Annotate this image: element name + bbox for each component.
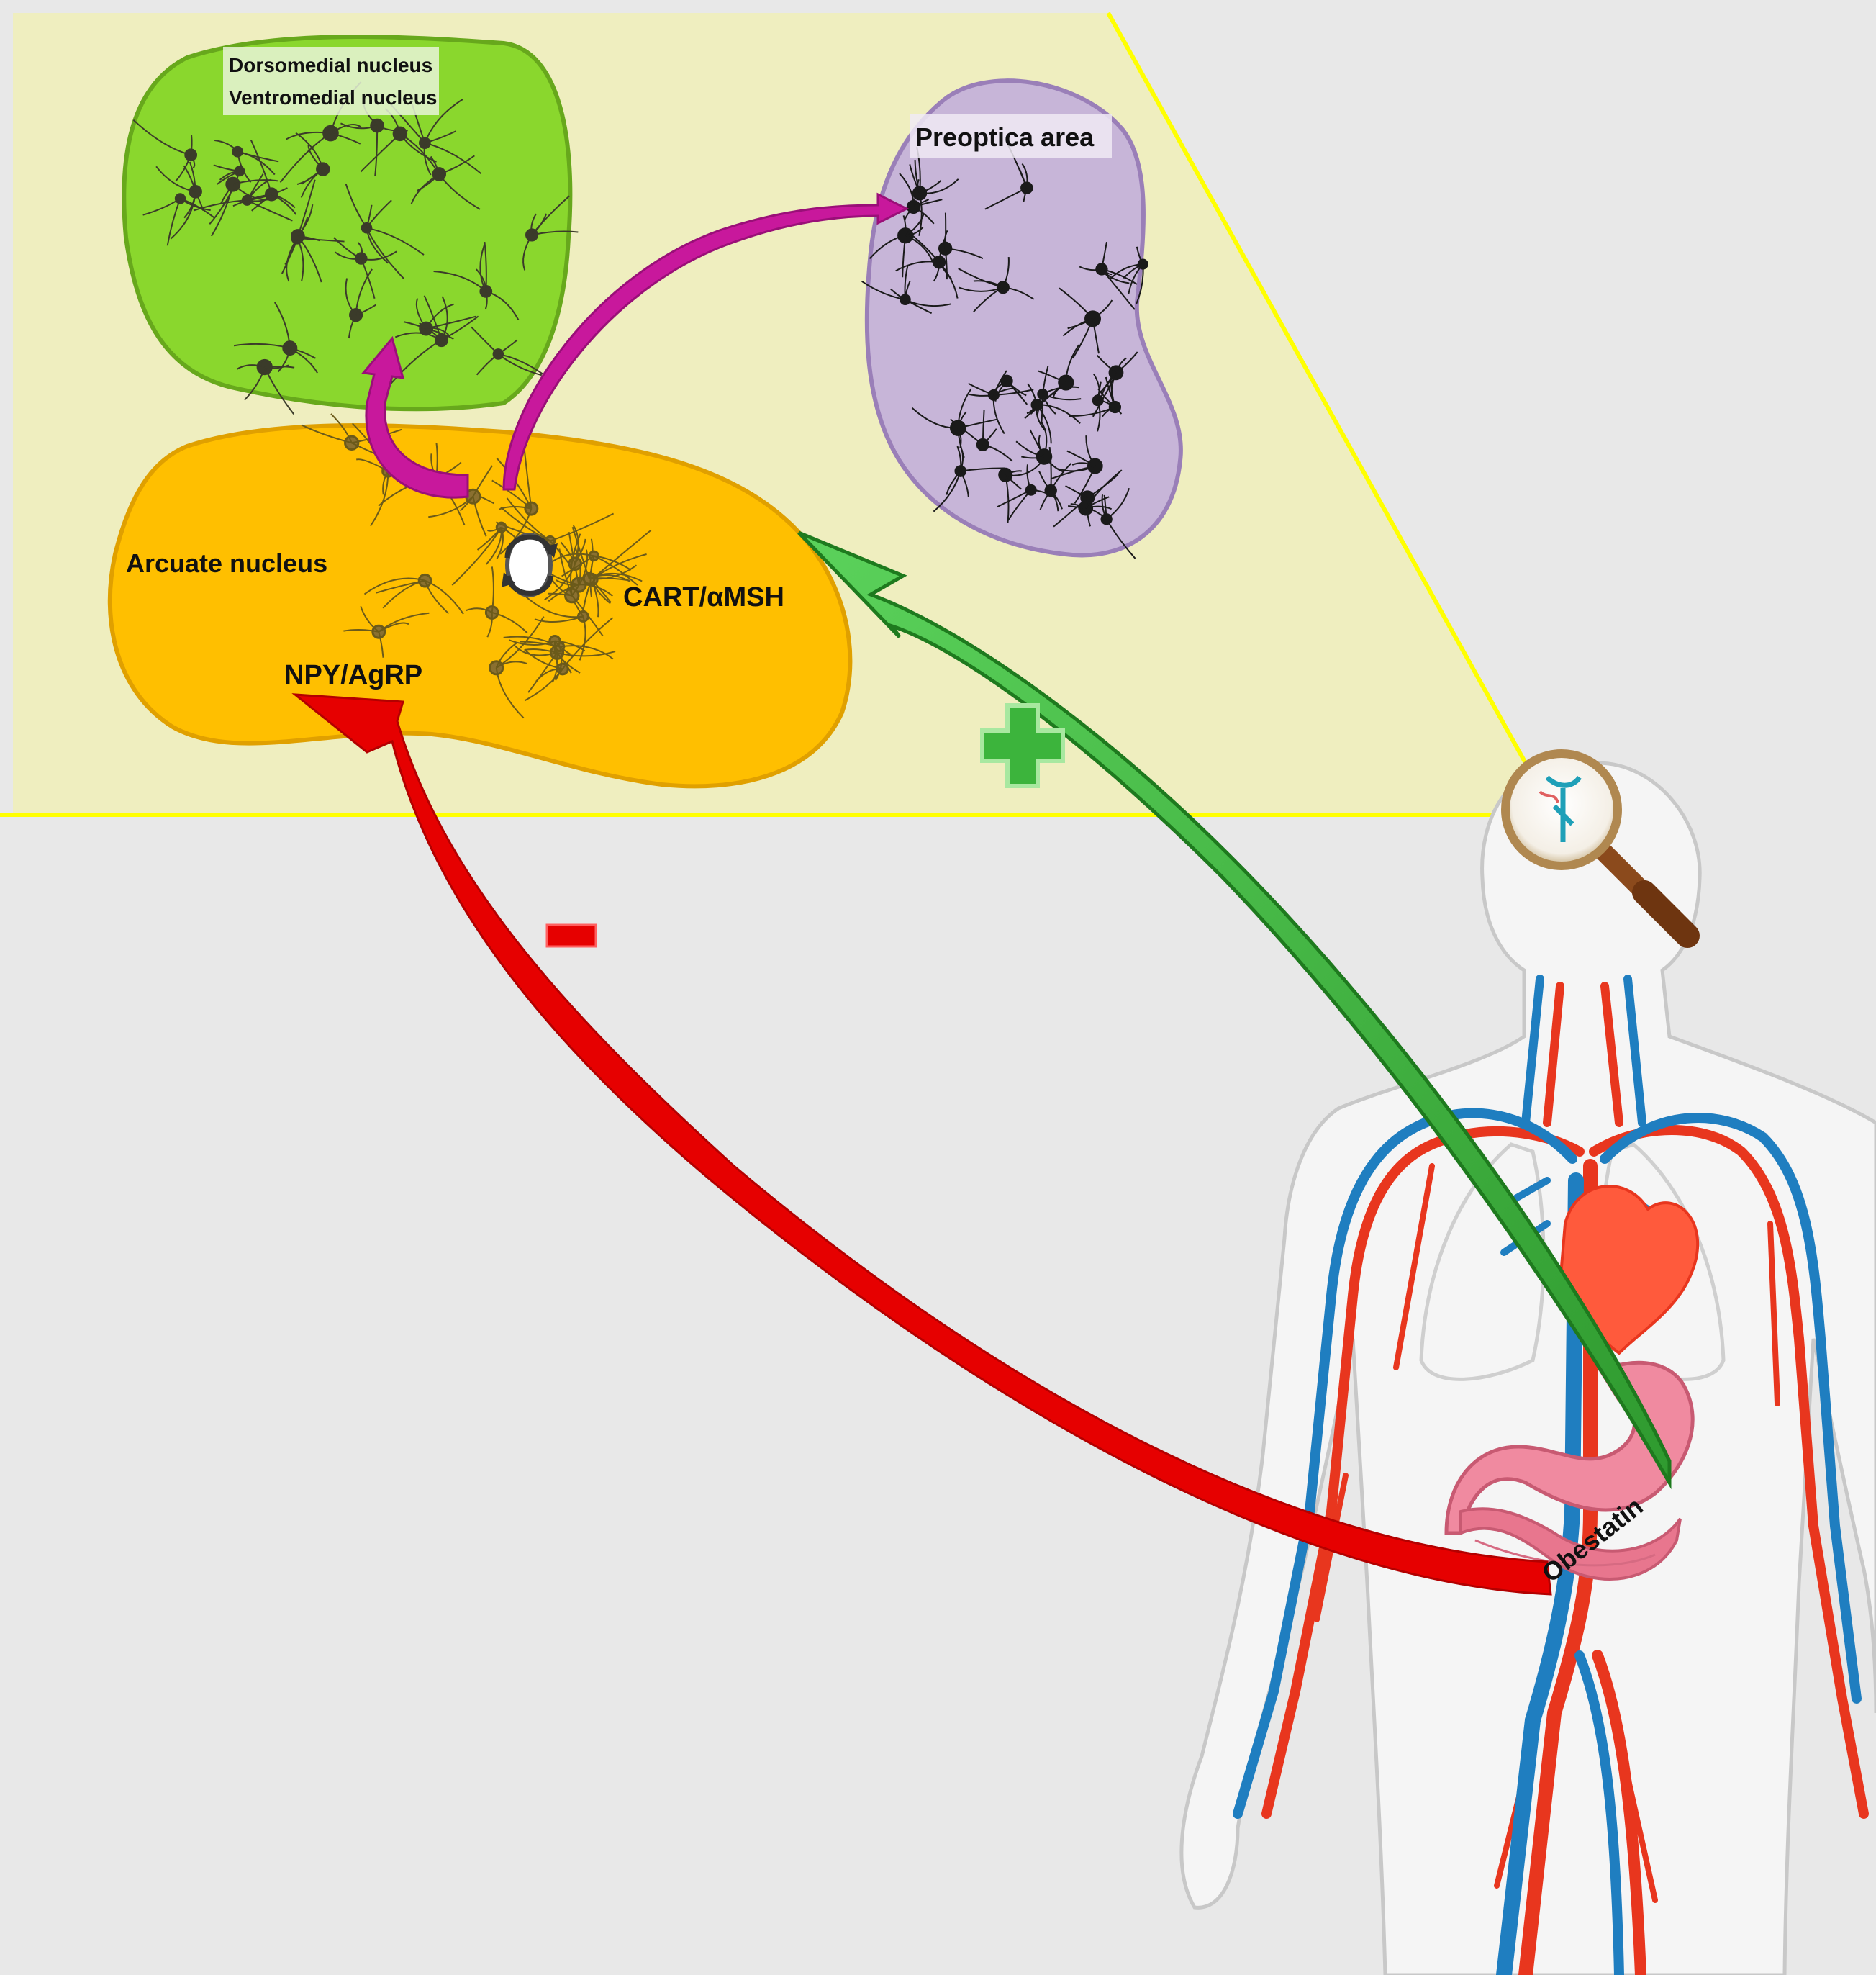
neuron bbox=[132, 119, 198, 182]
neuron-network-dorsomedial bbox=[132, 81, 579, 415]
neuron bbox=[489, 616, 545, 719]
internal-arrow-to-preoptic bbox=[502, 192, 910, 491]
dorsomedial-label-line2: Ventromedial nucleus bbox=[229, 86, 437, 109]
neuron bbox=[997, 464, 1057, 522]
human-circulatory-system-icon bbox=[1179, 761, 1876, 1975]
neuron bbox=[938, 212, 984, 280]
neuron bbox=[911, 388, 997, 458]
arcuate-region bbox=[107, 423, 853, 789]
neuron bbox=[1036, 366, 1082, 425]
neuron bbox=[1015, 421, 1064, 473]
neuron bbox=[522, 195, 579, 271]
neuron bbox=[1069, 376, 1122, 417]
neuron bbox=[142, 193, 215, 246]
neuron bbox=[1110, 246, 1148, 304]
neuron bbox=[155, 161, 204, 240]
neuron bbox=[295, 132, 330, 198]
neuron bbox=[433, 241, 520, 320]
neuron bbox=[1059, 287, 1113, 359]
cycle-arrows-icon bbox=[502, 533, 558, 597]
neuron-network-preoptic bbox=[861, 140, 1148, 559]
veins bbox=[1233, 975, 1862, 1975]
arcuate-label: Arcuate nucleus bbox=[126, 548, 327, 578]
neuron bbox=[214, 139, 279, 183]
neuron bbox=[998, 461, 1043, 523]
neuron bbox=[958, 257, 1035, 312]
neuron bbox=[333, 237, 397, 299]
neuron bbox=[345, 184, 425, 279]
neuron bbox=[363, 573, 464, 615]
neuron bbox=[1051, 435, 1103, 505]
neuron bbox=[281, 204, 322, 283]
neuron bbox=[895, 230, 959, 299]
neuron bbox=[1038, 446, 1072, 512]
body-silhouette bbox=[1179, 761, 1876, 1975]
neuron bbox=[403, 298, 476, 340]
neuron bbox=[1068, 469, 1123, 516]
dorsomedial-label-box bbox=[223, 47, 439, 115]
neuron bbox=[384, 97, 482, 176]
neuron bbox=[1092, 351, 1138, 417]
dorsomedial-region bbox=[122, 35, 573, 412]
npy-agrp-label: NPY/AgRP bbox=[284, 660, 422, 690]
cart-amsh-label: CART/αMSH bbox=[623, 582, 784, 613]
neuron bbox=[503, 636, 614, 681]
neuron bbox=[466, 566, 528, 638]
neuron bbox=[1079, 241, 1138, 310]
neuron bbox=[537, 532, 613, 602]
plus-sign-icon bbox=[980, 703, 1065, 788]
neuron bbox=[1092, 373, 1123, 432]
neuron bbox=[389, 295, 479, 387]
preoptic-label-box bbox=[910, 114, 1112, 158]
neuron bbox=[343, 606, 430, 658]
neuron bbox=[909, 146, 959, 236]
neuron bbox=[899, 173, 943, 225]
neuron bbox=[933, 446, 1005, 512]
inhibitory-arrow bbox=[291, 693, 1552, 1596]
internal-arrow-to-dorsomedial bbox=[361, 335, 469, 499]
neuron bbox=[508, 634, 586, 683]
neuron bbox=[990, 374, 1028, 405]
neuron bbox=[233, 302, 318, 374]
minus-sign-icon bbox=[545, 923, 597, 948]
preoptic-label: Preoptica area bbox=[915, 122, 1095, 152]
dorsomedial-label-line1: Dorsomedial nucleus bbox=[229, 54, 432, 76]
neuron bbox=[968, 370, 1034, 435]
neuron bbox=[236, 358, 295, 415]
stimulatory-arrow bbox=[797, 530, 1672, 1490]
neuron bbox=[232, 139, 297, 215]
preoptic-region bbox=[864, 78, 1183, 558]
neuron bbox=[209, 164, 245, 225]
magnifying-glass-icon bbox=[1501, 749, 1700, 948]
neuron bbox=[548, 533, 604, 636]
neuron bbox=[861, 264, 952, 315]
neuron bbox=[345, 268, 377, 339]
